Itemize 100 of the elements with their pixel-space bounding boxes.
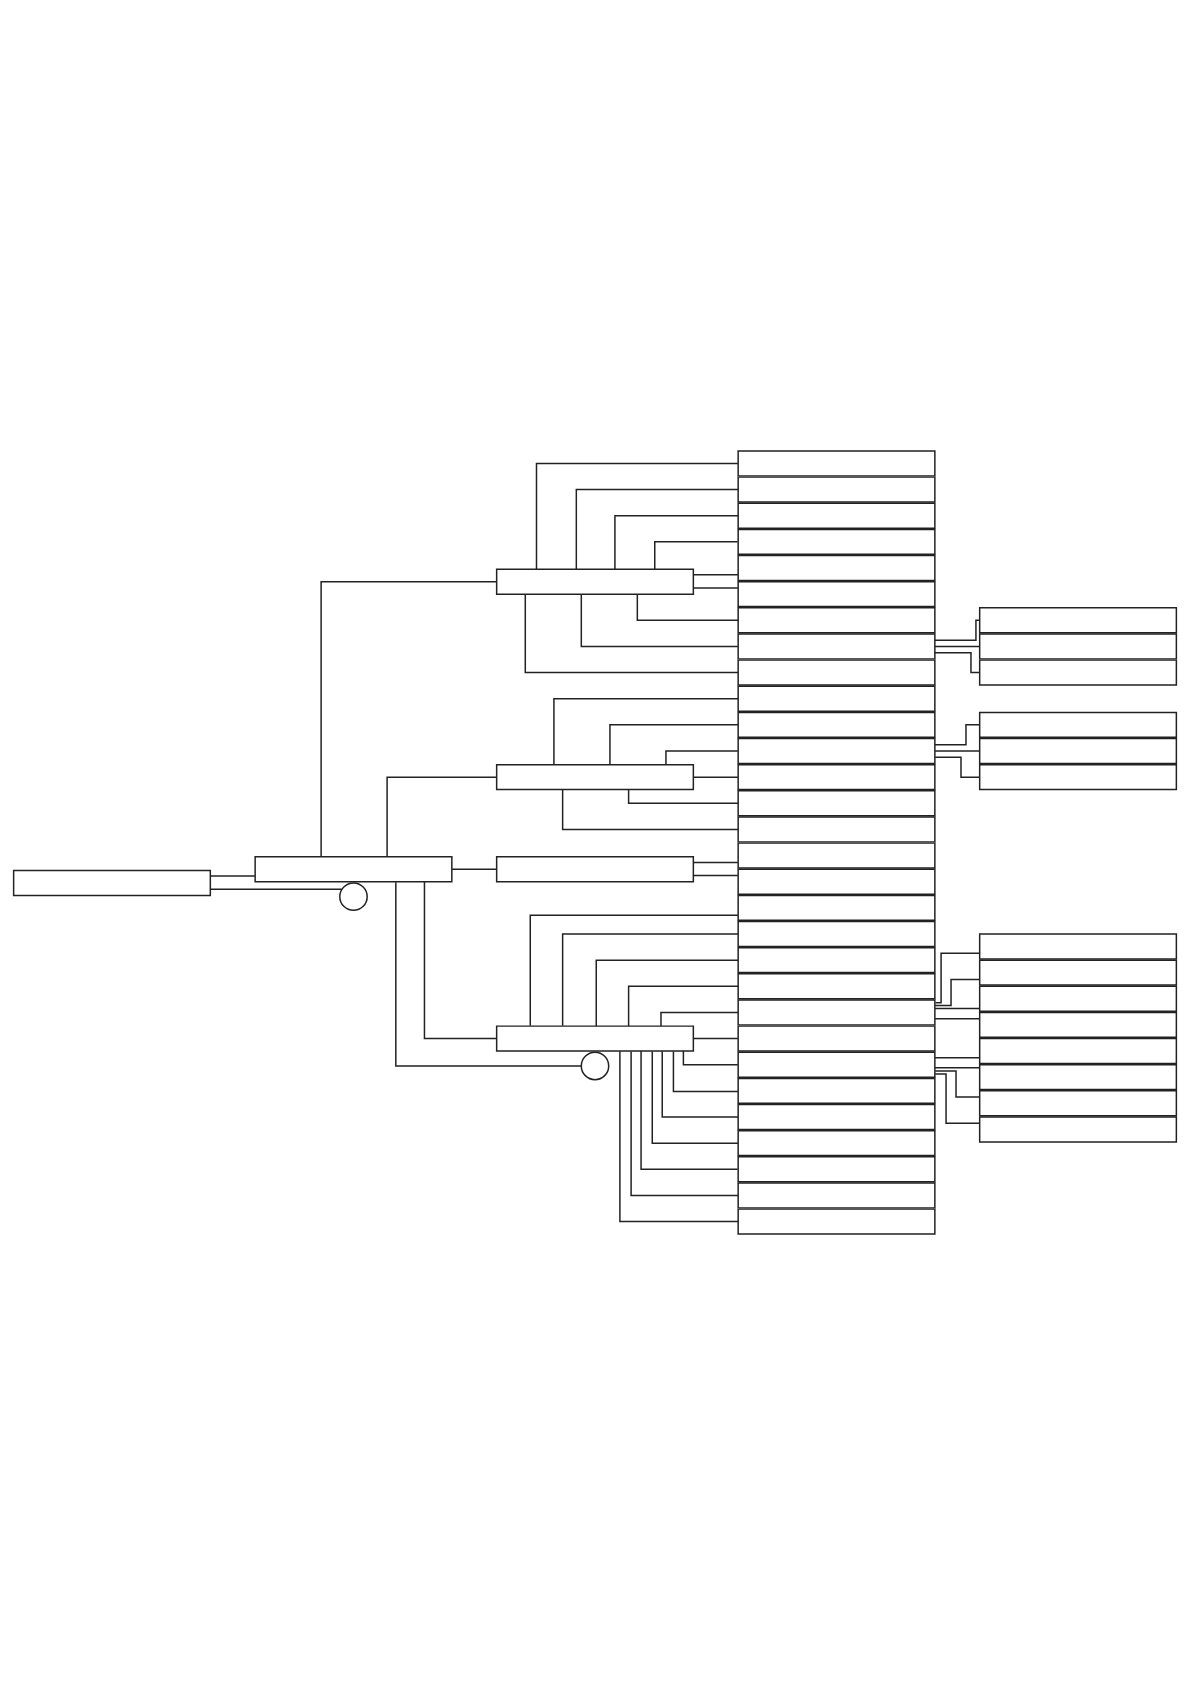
node-box <box>737 1207 936 1235</box>
node-box <box>737 580 936 607</box>
connector <box>575 488 739 570</box>
node-box <box>737 894 936 921</box>
connector <box>630 1050 739 1196</box>
connector <box>934 651 981 673</box>
node-box <box>737 1051 936 1078</box>
connector <box>934 1072 981 1124</box>
node-box <box>737 841 936 869</box>
node-box <box>737 998 936 1026</box>
connector <box>692 1037 739 1039</box>
node-box <box>495 1024 695 1052</box>
connector <box>682 1049 739 1065</box>
connector <box>524 593 739 673</box>
connector <box>619 1049 739 1222</box>
connector <box>654 540 739 570</box>
node-box <box>737 868 936 895</box>
connector <box>934 1066 981 1069</box>
node-box <box>737 554 936 581</box>
node-box <box>978 958 1178 986</box>
node-box <box>737 632 936 660</box>
node-box <box>978 1011 1178 1038</box>
node-circle <box>580 1051 610 1080</box>
node-box <box>737 1155 936 1182</box>
connector <box>627 985 739 1027</box>
connector <box>692 861 739 863</box>
connector <box>934 952 981 1004</box>
connector <box>640 1049 739 1170</box>
connector <box>692 586 739 589</box>
connector <box>672 1050 739 1092</box>
node-box <box>737 606 936 633</box>
connector <box>209 874 256 877</box>
node-box <box>254 855 453 882</box>
node-box <box>737 789 936 816</box>
connector <box>627 788 739 804</box>
connector <box>561 788 739 830</box>
connector <box>395 880 582 1067</box>
node-box <box>978 1037 1178 1064</box>
node-circle <box>339 881 368 911</box>
connector <box>614 514 739 570</box>
node-box <box>737 685 936 712</box>
node-box <box>737 1129 936 1156</box>
connector <box>934 749 981 752</box>
connector <box>665 749 739 765</box>
connector <box>320 580 498 857</box>
connector <box>609 723 739 765</box>
node-box <box>737 475 936 503</box>
node-box <box>737 1077 936 1104</box>
node-box <box>737 528 936 555</box>
connector <box>535 462 739 570</box>
connector <box>660 1011 739 1027</box>
node-box <box>737 946 936 973</box>
node-box <box>737 815 936 843</box>
connector <box>651 1050 739 1144</box>
connector <box>934 1056 981 1059</box>
node-box <box>495 763 695 790</box>
node-box <box>12 869 212 896</box>
connector <box>692 573 739 576</box>
node-box <box>978 711 1178 738</box>
connector <box>934 645 981 647</box>
connector <box>636 593 739 621</box>
node-box <box>978 1089 1178 1116</box>
connector <box>580 592 739 647</box>
node-box <box>737 1024 936 1052</box>
connector <box>692 775 739 778</box>
connector <box>423 880 498 1039</box>
node-box <box>978 606 1178 633</box>
connector <box>934 755 981 778</box>
connector <box>934 619 981 641</box>
connector <box>661 1049 739 1118</box>
node-box <box>978 1063 1178 1090</box>
node-box <box>737 1181 936 1209</box>
connector <box>451 868 498 870</box>
node-box <box>737 1103 936 1130</box>
connector <box>553 697 739 765</box>
node-box <box>495 568 695 595</box>
node-box <box>737 920 936 947</box>
connector <box>595 958 739 1027</box>
node-box <box>495 855 695 882</box>
node-box <box>978 932 1178 960</box>
connector <box>386 775 498 857</box>
connector <box>692 874 739 876</box>
node-box <box>978 632 1178 660</box>
connector <box>934 1007 981 1009</box>
connector <box>934 1069 981 1098</box>
node-box <box>737 737 936 764</box>
node-box <box>737 972 936 999</box>
connector <box>529 914 739 1027</box>
node-box <box>737 658 936 686</box>
node-box <box>737 711 936 738</box>
node-box <box>978 763 1178 790</box>
node-box <box>978 1115 1178 1143</box>
node-box <box>978 737 1178 764</box>
connector <box>934 723 981 746</box>
connector <box>209 887 343 890</box>
connector <box>561 932 739 1026</box>
node-box <box>978 985 1178 1012</box>
node-box <box>737 763 936 790</box>
node-box <box>978 658 1178 686</box>
connector <box>934 978 981 1006</box>
